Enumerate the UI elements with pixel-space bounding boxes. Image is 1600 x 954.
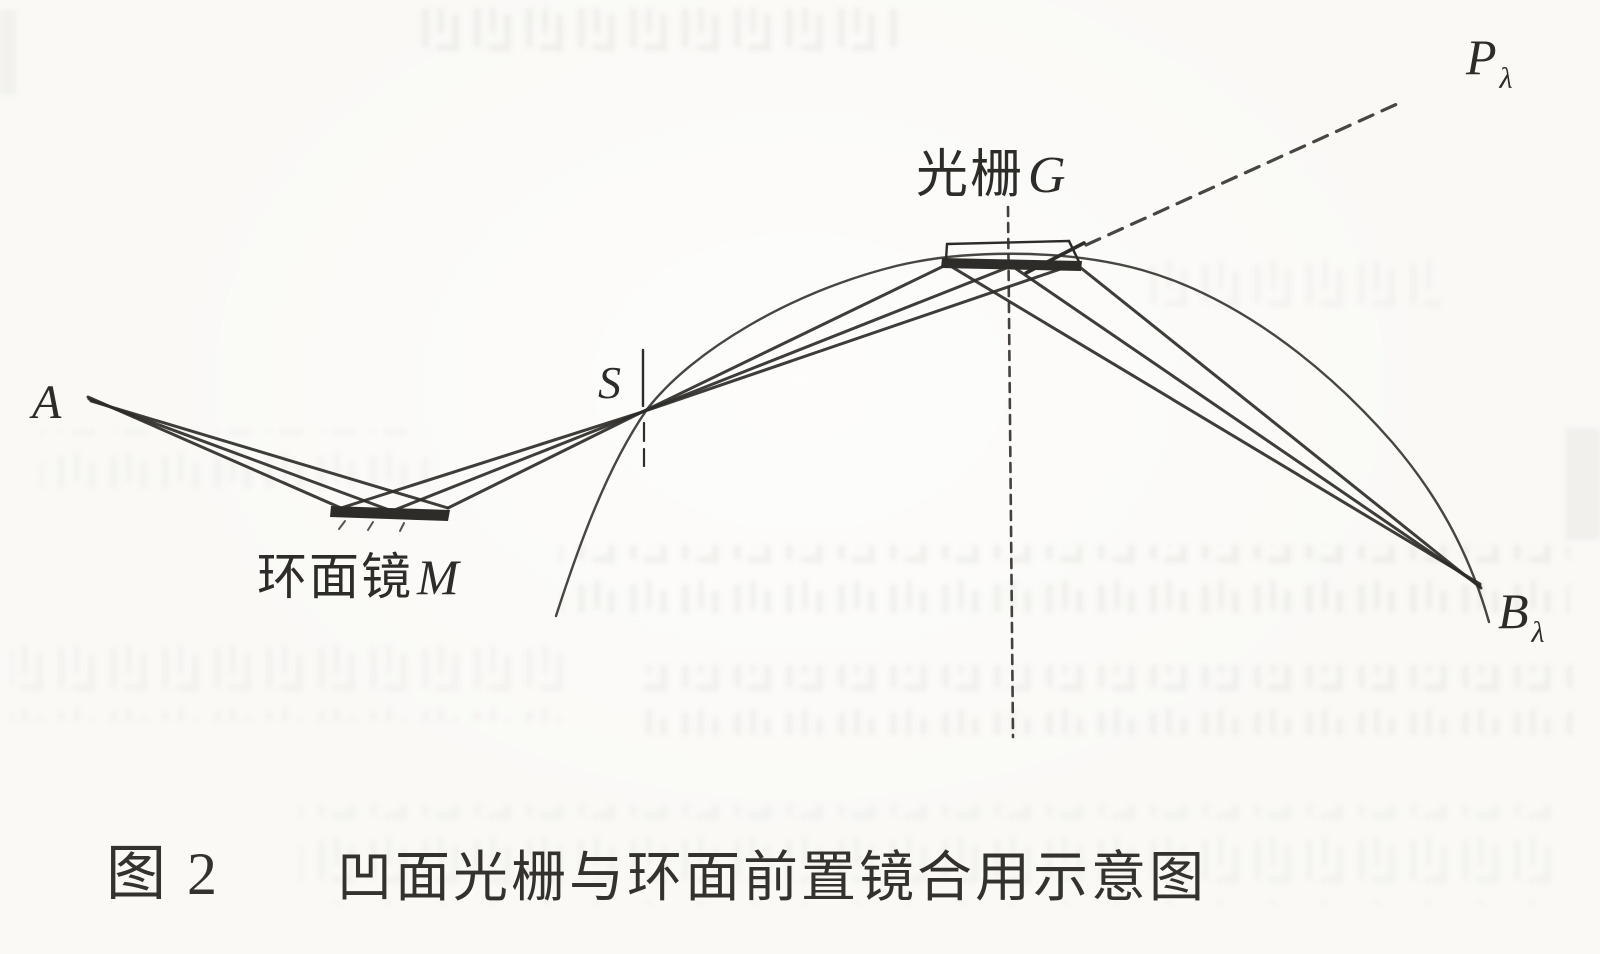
- label-p-letter: P: [1465, 29, 1497, 85]
- mirror-hatch: [338, 520, 346, 530]
- bleed-band-caption: [300, 805, 1560, 905]
- rays-mirror-to-slit: [339, 410, 644, 513]
- ray: [89, 399, 450, 510]
- ray: [1010, 264, 1482, 588]
- ray: [640, 261, 952, 414]
- figure-number: 图 2: [106, 841, 220, 907]
- bleed-band-top: [420, 8, 900, 66]
- rowland-circle-arc: [554, 252, 1491, 624]
- ray: [446, 410, 644, 510]
- page-bleed-through: [0, 8, 1600, 905]
- grating-normal-dashed-line: [1006, 205, 1015, 739]
- diffracted-order-dashed-line: [1084, 102, 1399, 247]
- ray: [87, 397, 394, 513]
- toroidal-mirror-body: [330, 506, 450, 532]
- ray: [945, 262, 1482, 586]
- label-b-subscript: λ: [1531, 616, 1545, 649]
- rays-grating-to-focus: [945, 262, 1483, 590]
- grating-box-right: [1067, 239, 1082, 266]
- figure-caption-row: 图 2 凹面光栅与环面前置镜合用示意图: [106, 841, 1207, 908]
- label-p-subscript: λ: [1499, 62, 1513, 95]
- ray: [339, 410, 644, 510]
- label-grating-letter: G: [1028, 147, 1068, 204]
- scan-edge-smudge-left: [0, 10, 16, 95]
- bleed-band-upper-right: [1140, 252, 1440, 318]
- bleed-band-mid-left: [40, 430, 430, 488]
- ray: [390, 410, 644, 513]
- bleed-band-lower: [640, 665, 1580, 735]
- label-b-letter: B: [1498, 583, 1529, 639]
- mirror-hatch: [399, 522, 405, 532]
- rays-slit-to-grating: [640, 261, 1080, 414]
- grating-ruled-surface: [941, 258, 1082, 271]
- slit-mark: [641, 348, 646, 468]
- label-slit-s: S: [598, 357, 621, 408]
- figure-caption-text: 凹面光栅与环面前置镜合用示意图: [337, 847, 1207, 908]
- rays-source-to-mirror: [86, 395, 450, 513]
- label-grating-cn: 光栅: [916, 147, 1024, 204]
- grating-box-left: [944, 242, 949, 262]
- label-toroidal-mirror-m: 环面镜M: [257, 549, 461, 605]
- grating-body: [941, 239, 1082, 271]
- label-mirror-cn: 环面镜: [257, 549, 413, 605]
- bleed-band-mid: [560, 545, 1570, 613]
- ray: [640, 261, 1080, 414]
- scan-edge-smudge-right: [1565, 428, 1600, 540]
- label-grating-g: 光栅G: [916, 147, 1068, 204]
- grating-box-top: [945, 239, 1071, 246]
- mirror-hatch: [367, 521, 374, 531]
- ray: [640, 263, 1016, 414]
- label-mirror-letter: M: [416, 549, 461, 605]
- ray: [1074, 262, 1483, 590]
- bleed-band-lower-left: [10, 645, 570, 721]
- label-source-a: A: [29, 376, 62, 429]
- mirror-bar: [330, 506, 450, 521]
